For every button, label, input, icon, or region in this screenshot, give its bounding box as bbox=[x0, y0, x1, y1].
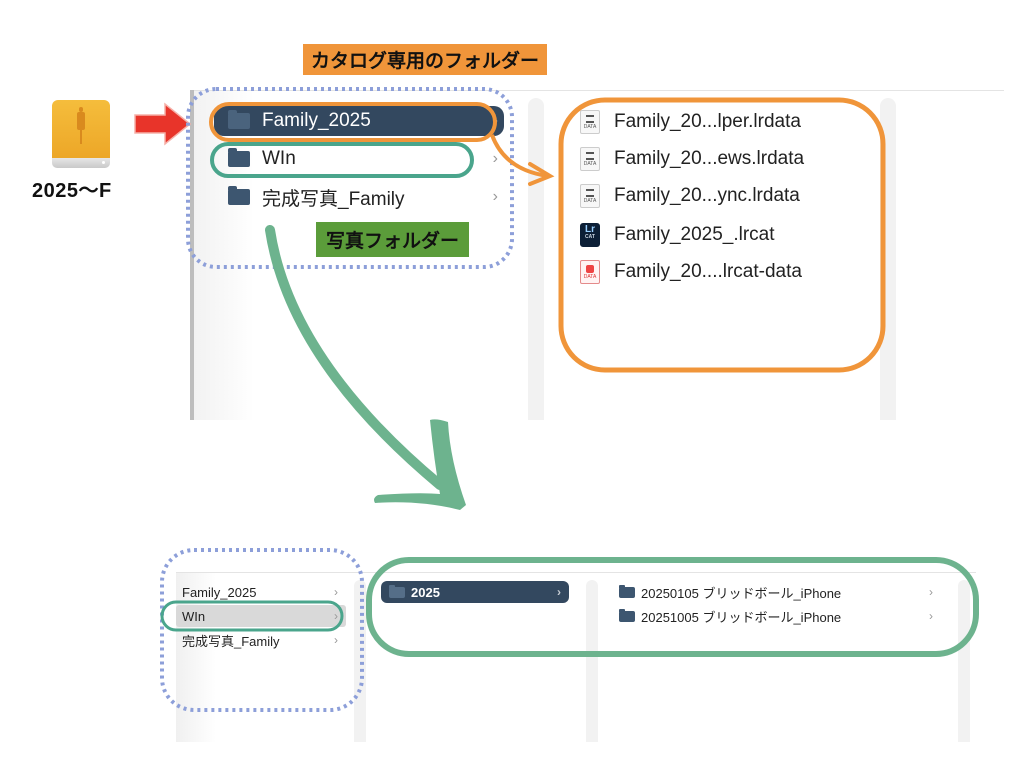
column-divider-scroll-2[interactable] bbox=[880, 98, 896, 420]
file-row[interactable]: DATA Family_20...ews.lrdata bbox=[580, 144, 804, 174]
folder-label: Family_2025 bbox=[182, 584, 257, 600]
green-arrow-head bbox=[374, 419, 466, 510]
lrdata-file-icon: DATA bbox=[580, 184, 600, 208]
file-label: Family_20...ync.lrdata bbox=[614, 185, 800, 206]
file-row[interactable]: DATA Family_20...lper.lrdata bbox=[580, 107, 801, 137]
folder-row-20251005[interactable]: 20251005 ブリッドボール_iPhone › bbox=[611, 605, 941, 627]
folder-label: WIn bbox=[262, 148, 296, 169]
drive-base bbox=[52, 158, 110, 168]
folder-icon bbox=[228, 110, 250, 129]
folder-row-win[interactable]: WIn › bbox=[214, 144, 504, 174]
folder-icon bbox=[389, 584, 405, 598]
folder-label: 20250105 ブリッドボール_iPhone bbox=[641, 585, 842, 601]
drive-body bbox=[52, 100, 110, 160]
window-top-border bbox=[194, 90, 1004, 91]
drive-label: 2025〜F bbox=[32, 180, 112, 202]
folder-label: 2025 bbox=[411, 584, 440, 600]
chevron-right-icon: › bbox=[929, 609, 933, 623]
folder-row-2025[interactable]: 2025 › bbox=[381, 581, 569, 603]
lrdata-file-icon: DATA bbox=[580, 110, 600, 134]
folder-icon bbox=[228, 148, 250, 167]
column-divider-scroll-1[interactable] bbox=[528, 98, 544, 420]
folder-row-family-2025[interactable]: Family_2025 › bbox=[214, 106, 504, 136]
folder-label: 完成写真_Family bbox=[182, 633, 280, 649]
folder-row-kansei-shashin[interactable]: 完成写真_Family › bbox=[176, 629, 346, 651]
chevron-right-icon: › bbox=[334, 609, 338, 623]
column-divider-scroll-3[interactable] bbox=[958, 580, 970, 742]
photo-folder-label: 写真フォルダー bbox=[316, 222, 470, 257]
folder-label: 完成写真_Family bbox=[262, 188, 405, 210]
usb-plug-glyph bbox=[77, 107, 85, 144]
chevron-right-icon: › bbox=[492, 112, 498, 129]
file-row[interactable]: DATA Family_20...ync.lrdata bbox=[580, 181, 800, 211]
chevron-right-icon: › bbox=[929, 585, 933, 599]
chevron-right-icon: › bbox=[334, 585, 338, 599]
file-label: Family_20....lrcat-data bbox=[614, 261, 802, 282]
folder-row-20250105[interactable]: 20250105 ブリッドボール_iPhone › bbox=[611, 581, 941, 603]
file-row[interactable]: DATA Family_20....lrcat-data bbox=[580, 257, 802, 287]
red-arrow-icon bbox=[134, 102, 192, 146]
folder-icon bbox=[228, 186, 250, 205]
chevron-right-icon: › bbox=[334, 633, 338, 647]
file-label: Family_2025_.lrcat bbox=[614, 224, 775, 245]
catalog-folder-label: カタログ専用のフォルダー bbox=[303, 44, 548, 75]
lrcat-data-file-icon: DATA bbox=[580, 260, 600, 284]
file-label: Family_20...ews.lrdata bbox=[614, 148, 805, 169]
folder-label: WIn bbox=[182, 608, 206, 624]
file-label: Family_20...lper.lrdata bbox=[614, 111, 801, 132]
lrdata-file-icon: DATA bbox=[580, 147, 600, 171]
folder-row-family-2025[interactable]: Family_2025 › bbox=[176, 581, 346, 603]
folder-icon bbox=[619, 608, 635, 622]
chevron-right-icon: › bbox=[492, 150, 498, 167]
folder-icon bbox=[619, 584, 635, 598]
column-divider-scroll-1[interactable] bbox=[354, 580, 366, 742]
column-divider-scroll-2[interactable] bbox=[586, 580, 598, 742]
folder-label: 20251005 ブリッドボール_iPhone bbox=[641, 609, 842, 625]
folder-row-win[interactable]: WIn › bbox=[176, 605, 346, 627]
folder-row-kansei-shashin[interactable]: 完成写真_Family › bbox=[214, 182, 504, 212]
chevron-right-icon: › bbox=[557, 585, 561, 599]
bottom-column-browser: Family_2025 › WIn › 完成写真_Family › 2025 ›… bbox=[176, 572, 976, 742]
external-drive-icon[interactable] bbox=[52, 100, 110, 168]
folder-label: Family_2025 bbox=[262, 110, 371, 131]
chevron-right-icon: › bbox=[492, 188, 498, 205]
